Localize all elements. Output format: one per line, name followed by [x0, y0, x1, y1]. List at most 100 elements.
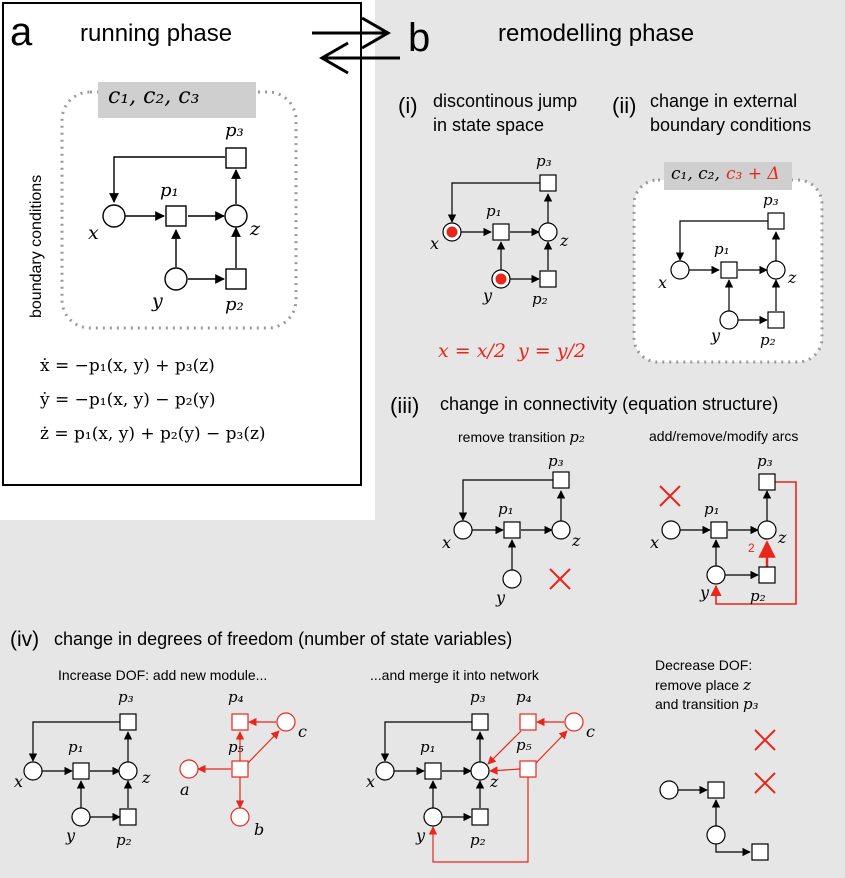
- label-p3: p₃: [536, 152, 552, 170]
- label-p2: p₂: [225, 294, 244, 315]
- label-p4: p₄: [228, 688, 244, 706]
- label-a: a: [180, 780, 190, 799]
- decrease-dof-line2: remove place z: [655, 676, 751, 694]
- place-x: [375, 761, 395, 781]
- equation-z: ż = p₁(x, y) + p₂(y) − p₃(z): [40, 424, 266, 444]
- transition-p5: [519, 760, 537, 778]
- label-p2: p₂: [532, 290, 548, 308]
- decrease-dof-line3: and transition p₃: [655, 695, 759, 713]
- transition-p2: [539, 270, 557, 288]
- remove-cross-icon: [754, 772, 776, 794]
- label-z: z: [778, 528, 787, 547]
- place-x: [23, 761, 43, 781]
- params-box: [664, 162, 792, 190]
- label-x: x: [658, 273, 668, 292]
- decrease-dof-line1: Decrease DOF:: [655, 657, 753, 673]
- label-y: y: [483, 286, 493, 305]
- label-p2: p₂: [470, 831, 486, 849]
- place-x: [661, 520, 681, 540]
- panel-biv-merged-network: [375, 712, 584, 863]
- place-y: [706, 825, 726, 845]
- section-ii-numeral: (ii): [612, 93, 637, 118]
- section-iii-title: change in connectivity (equation structu…: [440, 394, 779, 414]
- params-black: c₁, c₂,: [671, 164, 720, 184]
- transition-p4: [519, 713, 537, 731]
- label-p5: p₅: [516, 736, 532, 754]
- transition-p3: [225, 147, 247, 169]
- label-p1: p₁: [68, 738, 84, 756]
- place-c: [564, 712, 584, 732]
- label-p5: p₅: [228, 738, 244, 756]
- transition-p1: [72, 762, 90, 780]
- transition-p1: [165, 205, 187, 227]
- section-iv-title: change in degrees of freedom (number of …: [54, 629, 513, 649]
- label-p1: p₁: [498, 500, 514, 518]
- section-i-line2: in state space: [433, 115, 545, 135]
- label-y: y: [496, 588, 506, 607]
- label-x: x: [366, 772, 376, 791]
- label-x: x: [442, 533, 452, 552]
- label-p1: p₁: [420, 738, 436, 756]
- label-b: b: [254, 820, 265, 839]
- label-z: z: [572, 531, 581, 550]
- label-x: x: [14, 772, 24, 791]
- place-y: [164, 267, 188, 291]
- place-y: [719, 310, 739, 330]
- remove-cross-icon: [549, 568, 571, 590]
- transition-p5: [231, 760, 249, 778]
- place-y: [71, 807, 91, 827]
- transition-p1: [720, 261, 738, 279]
- label-c: c: [586, 722, 595, 741]
- label-y: y: [700, 583, 710, 602]
- place-x: [659, 780, 679, 800]
- panel-biv-new-module: [179, 712, 296, 827]
- transition-p2: [225, 268, 247, 290]
- label-z: z: [788, 268, 797, 287]
- arrow-right-icon: [312, 16, 392, 50]
- section-i-line1: discontinous jump: [433, 91, 578, 111]
- label-c: c: [298, 722, 307, 741]
- transition-p3: [552, 471, 570, 489]
- panel-a-network: [60, 82, 298, 330]
- label-p3: p₃: [470, 688, 486, 706]
- label-p1: p₁: [714, 240, 730, 258]
- transition-p2: [471, 808, 489, 826]
- label-p3: p₃: [225, 120, 244, 141]
- transition-p3: [471, 713, 489, 731]
- transition-p1: [424, 762, 442, 780]
- label-x: x: [430, 234, 440, 253]
- params-red: c₃ + Δ: [726, 164, 780, 184]
- transition-p1: [492, 223, 510, 241]
- panel-a-params: c₁, c₂, c₃: [108, 84, 200, 109]
- section-i-numeral: (i): [398, 93, 418, 118]
- label-y: y: [152, 290, 163, 312]
- boundary-conditions-label: boundary conditions: [28, 174, 45, 318]
- arc-weight-label: 2: [748, 541, 755, 555]
- label-p2: p₂: [750, 587, 766, 605]
- label-z: z: [142, 768, 151, 787]
- label-p4: p₄: [516, 688, 532, 706]
- label-p2: p₂: [116, 831, 132, 849]
- place-z: [551, 520, 571, 540]
- panel-biv-base-network: [23, 713, 138, 827]
- transition-p3: [539, 174, 557, 192]
- label-y: y: [66, 826, 76, 845]
- panel-a-title: running phase: [80, 20, 233, 47]
- label-p3: p₃: [548, 452, 564, 470]
- label-y: y: [416, 826, 426, 845]
- panel-biv-reduced-network: [659, 729, 776, 861]
- label-p1: p₁: [704, 500, 720, 518]
- section-iv-numeral: (iv): [10, 628, 40, 651]
- panel-b-letter: b: [408, 16, 431, 60]
- label-x: x: [88, 222, 99, 244]
- transition-p2: [758, 566, 776, 584]
- label-y: y: [711, 326, 721, 345]
- place-b: [230, 807, 250, 827]
- label-z: z: [250, 218, 261, 240]
- place-z: [766, 260, 786, 280]
- jump-equation-x: x = x/2: [438, 340, 506, 362]
- place-a: [179, 759, 199, 779]
- label-z: z: [560, 231, 569, 250]
- label-p3: p₃: [763, 191, 779, 209]
